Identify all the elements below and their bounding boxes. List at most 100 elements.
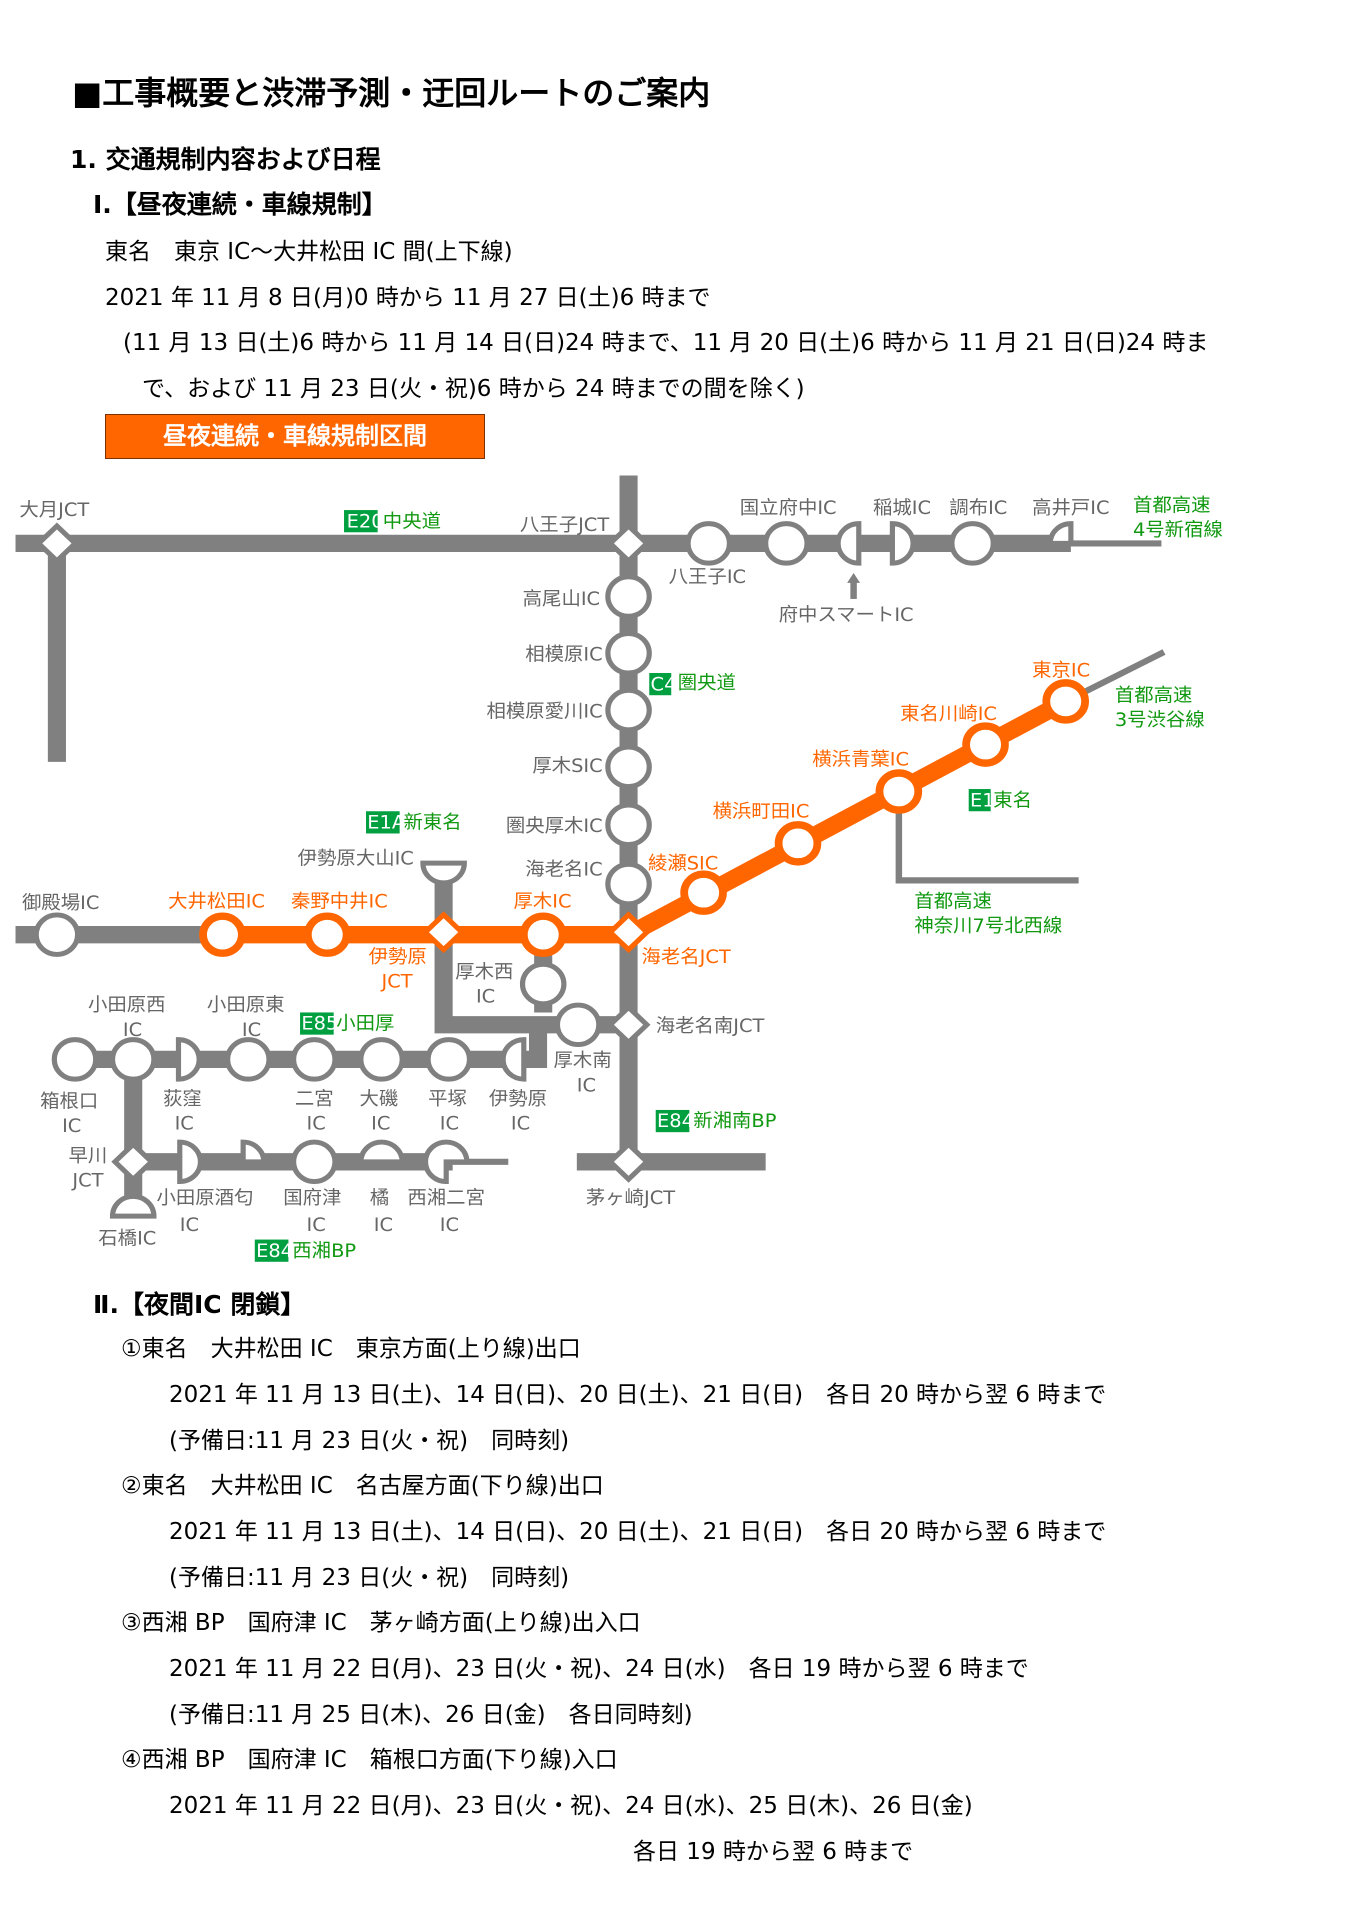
oimatsuda-ic-icon xyxy=(199,912,246,957)
ishibashi-ic-icon xyxy=(109,1193,157,1219)
map-label: 高尾山IC xyxy=(523,589,600,610)
closure-title-2: ②東名 大井松田 IC 名古屋方面(下り線)出口 xyxy=(121,1473,604,1499)
oiso-ic-icon xyxy=(358,1037,405,1082)
atsugi-sic-icon xyxy=(605,744,652,790)
map-label: IC xyxy=(511,1113,530,1134)
e1-badge xyxy=(968,789,991,812)
hadano-nakai-ic-icon xyxy=(303,912,351,957)
map-label: 橘 xyxy=(370,1187,389,1208)
hakoneguchi-ic-icon xyxy=(51,1037,99,1082)
map-label: IC xyxy=(62,1116,81,1137)
chigasaki-jct-icon xyxy=(606,1140,651,1183)
ninomiya-ic-icon xyxy=(291,1037,338,1082)
map-label: 国立府中IC xyxy=(740,497,837,518)
map-label: 西湘BP xyxy=(292,1240,356,1261)
map-label: 横浜青葉IC xyxy=(812,749,909,770)
subsection-heading-2: Ⅱ.【夜間IC 閉鎖】 xyxy=(93,1290,306,1319)
kozu-ic-icon xyxy=(291,1139,338,1185)
map-label: 八王子IC xyxy=(669,566,746,587)
sakawa-ic-icon xyxy=(177,1139,203,1185)
map-label: JCT xyxy=(381,971,414,992)
e85-badge xyxy=(300,1012,334,1035)
map-label: 稲城IC xyxy=(873,497,931,518)
inagi-ic-icon xyxy=(889,521,916,566)
map-label: 厚木西 xyxy=(455,961,513,982)
odawara-higashi-ic-icon xyxy=(225,1037,272,1082)
map-label: 伊勢原 xyxy=(489,1088,547,1109)
map-label: 東名川崎IC xyxy=(900,703,997,724)
closure-reserve-1: (予備日:11 月 23 日(火・祝) 同時刻) xyxy=(169,1428,570,1454)
e84-badge-text: E84 xyxy=(657,1111,694,1132)
c4-badge xyxy=(649,673,672,696)
yokohama-machida-ic-icon xyxy=(774,821,822,866)
map-label: 相模原愛川IC xyxy=(486,701,602,722)
yokohama-aoba-ic-icon xyxy=(875,769,923,814)
map-label: 首都高速 xyxy=(1133,495,1211,516)
map-label: 綾瀬SIC xyxy=(648,853,718,874)
map-label: 大井松田IC xyxy=(168,891,265,912)
closure-reserve-2: (予備日:11 月 23 日(火・祝) 同時刻) xyxy=(169,1565,570,1591)
section-heading: 1. 交通規制内容および日程 xyxy=(70,145,381,174)
hiratsuka-ic-icon xyxy=(425,1037,473,1082)
tachibana-ic-icon xyxy=(358,1139,405,1165)
map-label: 茅ヶ崎JCT xyxy=(586,1187,676,1208)
map-label: 八王子JCT xyxy=(520,514,610,535)
map-label: IC xyxy=(242,1019,261,1040)
ebina-minami-jct-icon xyxy=(606,1003,651,1046)
closure-title-3: ③西湘 BP 国府津 IC 茅ヶ崎方面(上り線)出入口 xyxy=(121,1610,641,1636)
map-label: 海老名南JCT xyxy=(656,1016,765,1037)
tokyo-ic-icon xyxy=(1042,679,1089,724)
closure-title-4: ④西湘 BP 国府津 IC 箱根口方面(下り線)入口 xyxy=(121,1747,618,1773)
seisho-ninomiya-ic-icon xyxy=(422,1139,470,1185)
gotemba-ic-icon xyxy=(33,912,81,957)
map-label: 箱根口 xyxy=(40,1091,98,1112)
c4-badge-text: C4 xyxy=(651,674,677,695)
hayakawa-jct-icon xyxy=(111,1140,156,1183)
ayase-sic-icon xyxy=(680,870,727,915)
e20-badge xyxy=(344,510,378,533)
arrow-head-icon xyxy=(847,573,861,583)
map-label: 平塚 xyxy=(428,1088,467,1109)
map-label: 首都高速 xyxy=(914,891,992,912)
sagamihara-ic-icon xyxy=(605,631,652,676)
period-text: 2021 年 11 月 8 日(月)0 時から 11 月 27 日(土)6 時ま… xyxy=(105,285,711,311)
interchanges xyxy=(33,521,1089,1219)
hachioji-jct-icon xyxy=(606,522,651,565)
map-label: 厚木SIC xyxy=(532,755,602,776)
map-label: 高井戸IC xyxy=(1032,497,1109,518)
map-label: JCT xyxy=(71,1170,104,1191)
map-label: 早川 xyxy=(69,1145,108,1166)
route-map: E20 C4 E1A E1 E85 E84 E84 大月JCT 中央道 八王子J… xyxy=(15,475,1223,1262)
ogikubo-ic-icon xyxy=(175,1037,202,1082)
map-label: 4号新宿線 xyxy=(1133,519,1223,540)
closure-time-4: 各日 19 時から翌 6 時まで xyxy=(633,1839,914,1865)
page-title: ■工事概要と渋滞予測・迂回ルートのご案内 xyxy=(72,74,711,112)
map-label: IC xyxy=(440,1113,459,1134)
isehara-jct-icon xyxy=(421,911,466,954)
map-label: 相模原IC xyxy=(525,644,602,665)
closure-schedule-2: 2021 年 11 月 13 日(土)、14 日(日)、20 日(土)、21 日… xyxy=(169,1519,1107,1545)
hachioji-ic-icon xyxy=(685,521,733,566)
map-label: 秦野中井IC xyxy=(291,891,388,912)
map-label: 海老名JCT xyxy=(641,946,731,967)
exception-text: (11 月 13 日(土)6 時から 11 月 14 日(日)24 時まで、11… xyxy=(123,330,1209,356)
atsugi-minami-ic-icon xyxy=(554,1002,602,1048)
fuchu-smart-ic-icon xyxy=(835,521,862,566)
map-label: 新東名 xyxy=(404,812,462,833)
e84-badge xyxy=(655,1109,690,1133)
map-label: 伊勢原 xyxy=(369,946,427,967)
restricted-section-label: 昼夜連続・車線規制区間 xyxy=(105,414,485,459)
atsugi-nishi-ic-icon xyxy=(519,961,567,1007)
aikawa-ic-icon xyxy=(605,687,652,733)
atsugi-ic-icon xyxy=(519,912,567,957)
e1-badge-text: E1 xyxy=(970,790,995,811)
keno-atsugi-ic-icon xyxy=(605,802,652,848)
map-label: IC xyxy=(307,1214,326,1235)
map-label: 大月JCT xyxy=(19,500,89,521)
map-label: 東名 xyxy=(993,790,1032,811)
map-label: IC xyxy=(374,1214,393,1235)
map-label: 石橋IC xyxy=(98,1228,156,1249)
map-label: 厚木IC xyxy=(513,891,571,912)
map-label: 小田厚 xyxy=(336,1013,394,1034)
e84-seisho-badge-text: E84 xyxy=(256,1240,293,1261)
